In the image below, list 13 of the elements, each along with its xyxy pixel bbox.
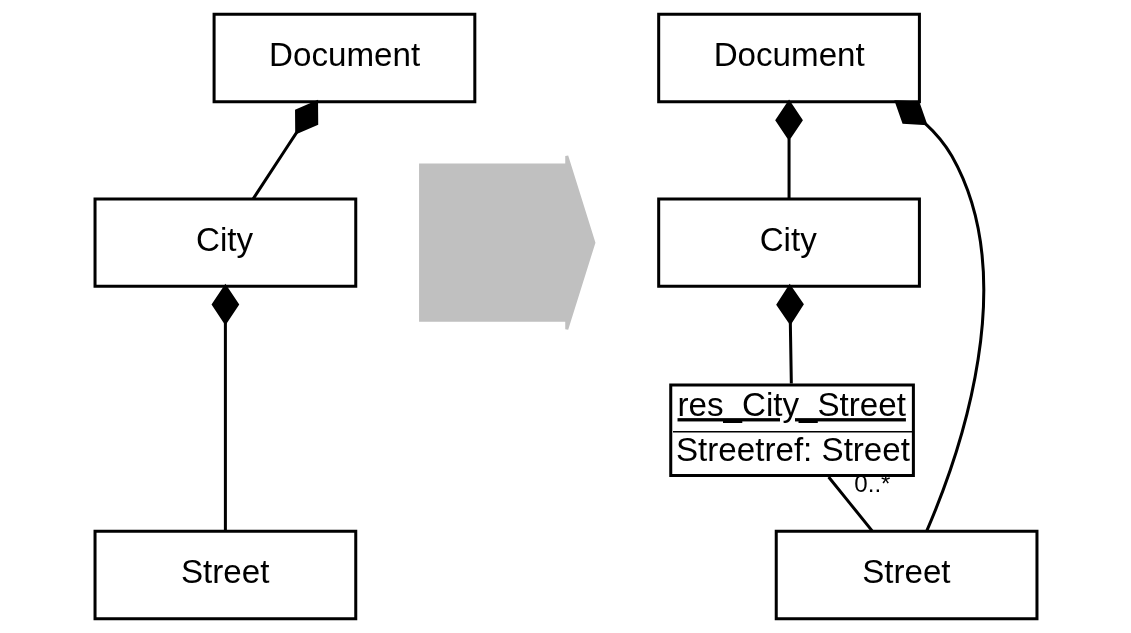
node-arrow [418,154,595,331]
node-box: Document [212,12,476,104]
node-box: City [656,197,921,288]
connector [251,99,318,200]
connector [826,476,874,533]
connector [774,99,803,199]
connector [775,283,804,384]
node-box: City [93,197,357,288]
connector [211,283,239,532]
connector [893,100,985,532]
node-box: Street [93,529,357,621]
node-box: Document [656,12,921,104]
node-box: Street [774,529,1038,621]
